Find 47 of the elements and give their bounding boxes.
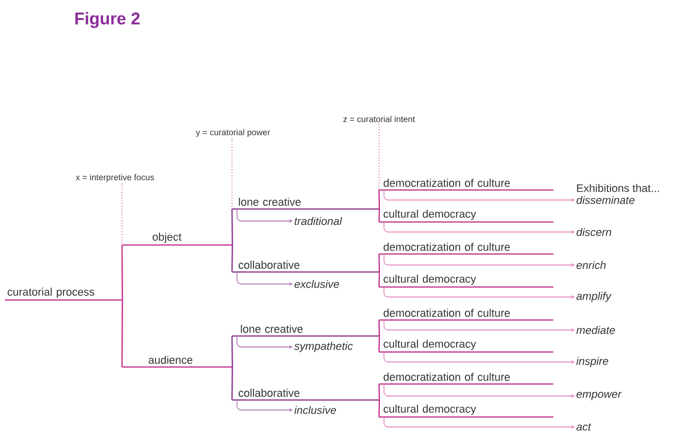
branch-line [121, 244, 124, 300]
branch-label: democratization of culture [379, 242, 554, 255]
branch-label: cultural democracy [379, 404, 554, 418]
branch-label: cultural democracy [379, 274, 554, 288]
branch-line [231, 208, 234, 245]
branch-line [378, 384, 380, 400]
branch-line [378, 190, 380, 209]
branch-label: audience [122, 356, 232, 368]
branch-line [231, 244, 234, 272]
outcome-label: act [576, 423, 592, 431]
axis-label: x = interpretive focus [76, 174, 154, 182]
outcome-label: mediate [576, 326, 615, 334]
column-heading: Exhibitions that... [577, 184, 659, 192]
branch-line [378, 400, 380, 417]
outcome-label: traditional [294, 216, 342, 226]
branch-line [378, 208, 380, 222]
branch-line [231, 336, 234, 367]
branch-label: democratization of culture [379, 372, 554, 385]
outcome-label: enrich [576, 260, 606, 270]
branch-line [378, 254, 380, 272]
branch-line [378, 320, 380, 336]
outcome-label: discern [576, 228, 612, 236]
axis-label: z = curatorial intent [343, 116, 415, 122]
outcome-label: empower [576, 392, 622, 400]
axis-label: y = curatorial power [196, 129, 270, 137]
branch-label: cultural democracy [379, 340, 554, 353]
branch-label: democratization of culture [379, 178, 554, 191]
outcome-label: amplify [576, 292, 612, 302]
branch-label: collaborative [232, 388, 380, 401]
branch-label: lone creative [232, 198, 380, 210]
outcome-label: sympathetic [294, 342, 353, 352]
branch-label: democratization of culture [379, 308, 554, 321]
branch-label: object [122, 232, 232, 246]
outcome-label: inspire [576, 356, 608, 368]
branch-line [231, 366, 234, 400]
leader-line [378, 123, 380, 190]
branch-label: collaborative [232, 260, 380, 273]
branch-label: cultural democracy [379, 210, 554, 223]
outcome-label: exclusive [294, 280, 340, 288]
branch-label: lone creative [232, 324, 380, 337]
branch-label: curatorial process [5, 288, 122, 301]
branch-line [121, 300, 124, 367]
outcome-label: disseminate [576, 196, 634, 204]
figure-title: Figure 2 [75, 12, 140, 28]
outcome-label: inclusive [294, 406, 336, 414]
branch-line [378, 272, 380, 287]
branch-line [378, 336, 380, 352]
